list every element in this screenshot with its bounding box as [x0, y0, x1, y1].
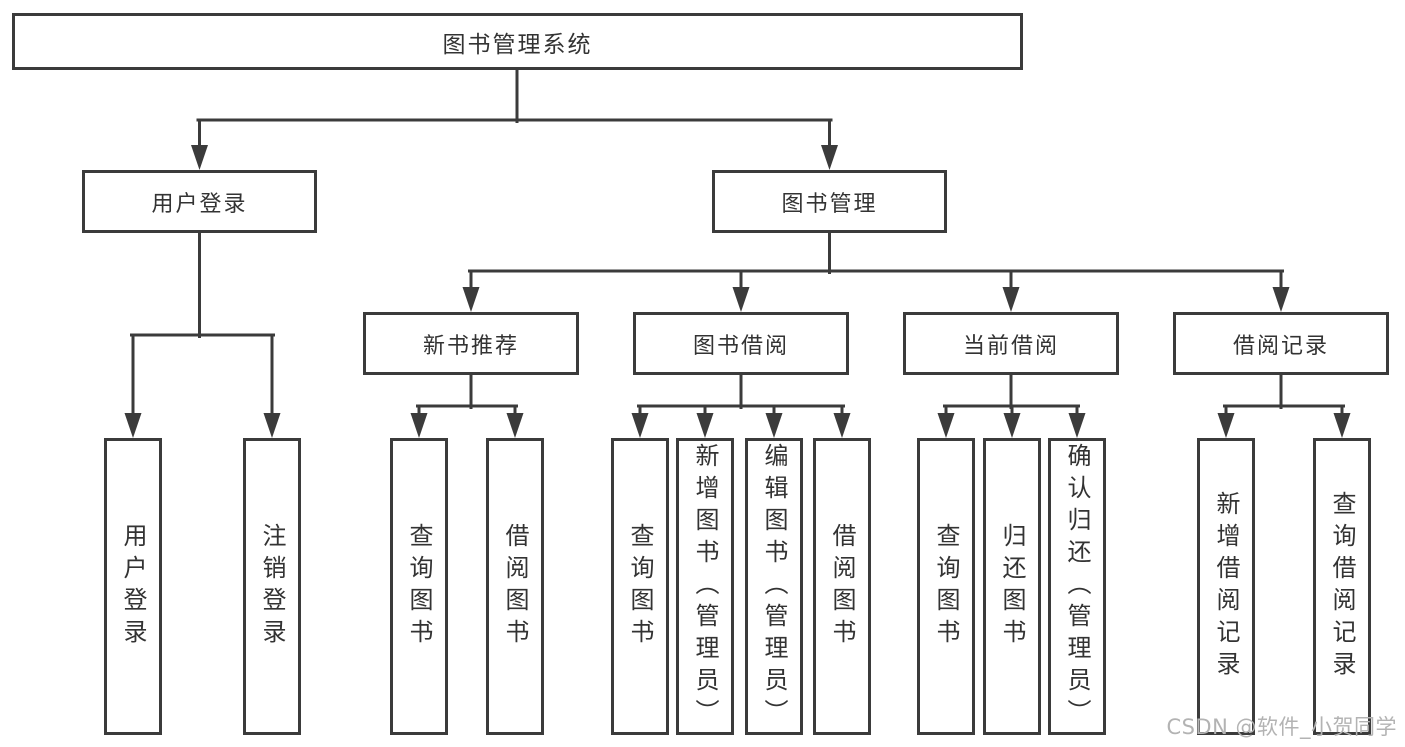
node-book-management: 图书管理: [712, 170, 947, 233]
node-user-login: 用户登录: [82, 170, 317, 233]
node-borrowing-records: 借阅记录: [1173, 312, 1389, 375]
leaf-query-books-recommend: 查询图书: [390, 438, 448, 735]
leaf-query-books-current: 查询图书: [917, 438, 975, 735]
leaf-query-books-current-label: 查询图书: [932, 522, 960, 651]
leaf-user-login: 用户登录: [104, 438, 162, 735]
leaf-query-books-borrowing: 查询图书: [611, 438, 669, 735]
leaf-edit-book-admin: 编辑图书（管理员）: [745, 438, 803, 735]
node-current-borrowing: 当前借阅: [903, 312, 1119, 375]
leaf-edit-book-admin-label: 编辑图书（管理员）: [760, 442, 788, 731]
leaf-add-book-admin: 新增图书（管理员）: [676, 438, 734, 735]
leaf-query-borrow-record: 查询借阅记录: [1313, 438, 1371, 735]
leaf-borrow-books-recommend: 借阅图书: [486, 438, 544, 735]
leaf-logout-label: 注销登录: [258, 522, 286, 651]
node-book-borrowing: 图书借阅: [633, 312, 849, 375]
leaf-confirm-return-admin-label: 确认归还（管理员）: [1063, 442, 1091, 731]
csdn-watermark: CSDN @软件_小贺同学: [1166, 715, 1397, 739]
leaf-query-books-recommend-label: 查询图书: [405, 522, 433, 651]
leaf-query-borrow-record-label: 查询借阅记录: [1328, 490, 1356, 683]
leaf-return-book: 归还图书: [983, 438, 1041, 735]
leaf-confirm-return-admin: 确认归还（管理员）: [1048, 438, 1106, 735]
leaf-borrow-books-borrowing: 借阅图书: [813, 438, 871, 735]
node-new-book-recommend: 新书推荐: [363, 312, 579, 375]
leaf-borrow-books-recommend-label: 借阅图书: [501, 522, 529, 651]
leaf-add-borrow-record: 新增借阅记录: [1197, 438, 1255, 735]
leaf-add-book-admin-label: 新增图书（管理员）: [691, 442, 719, 731]
leaf-borrow-books-borrowing-label: 借阅图书: [828, 522, 856, 651]
node-library-management-system: 图书管理系统: [12, 13, 1023, 70]
leaf-add-borrow-record-label: 新增借阅记录: [1212, 490, 1240, 683]
leaf-logout: 注销登录: [243, 438, 301, 735]
leaf-user-login-label: 用户登录: [119, 522, 147, 651]
leaf-query-books-borrowing-label: 查询图书: [626, 522, 654, 651]
leaf-return-book-label: 归还图书: [998, 522, 1026, 651]
